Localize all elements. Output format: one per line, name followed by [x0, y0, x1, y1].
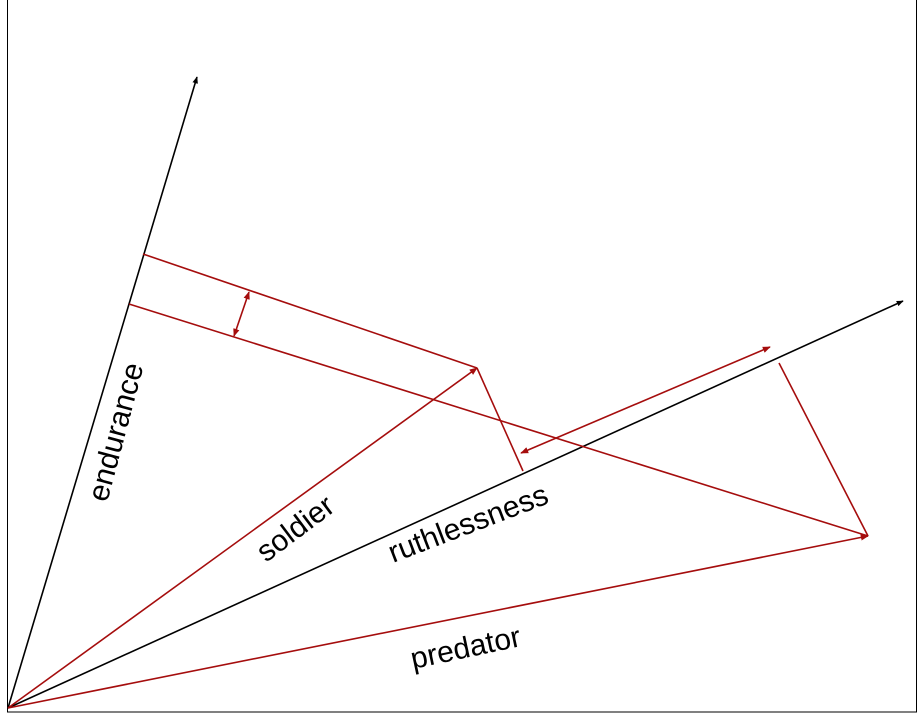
ruthlessness-label: ruthlessness — [384, 478, 553, 569]
soldier-endurance-projection — [142, 253, 478, 369]
predator-ruthlessness-projection — [778, 362, 869, 537]
soldier-ruthlessness-projection — [476, 367, 524, 472]
endurance-axis — [7, 76, 198, 709]
soldier-vector — [7, 367, 478, 709]
predator-endurance-projection — [128, 303, 869, 537]
predator-label: predator — [408, 620, 524, 676]
endurance-difference-arrow — [233, 291, 250, 337]
soldier-label: soldier — [250, 489, 340, 569]
endurance-label: endurance — [82, 359, 151, 505]
diagram-frame — [7, 0, 917, 713]
predator-vector — [7, 534, 869, 709]
ruthlessness-difference-arrow — [520, 346, 771, 454]
